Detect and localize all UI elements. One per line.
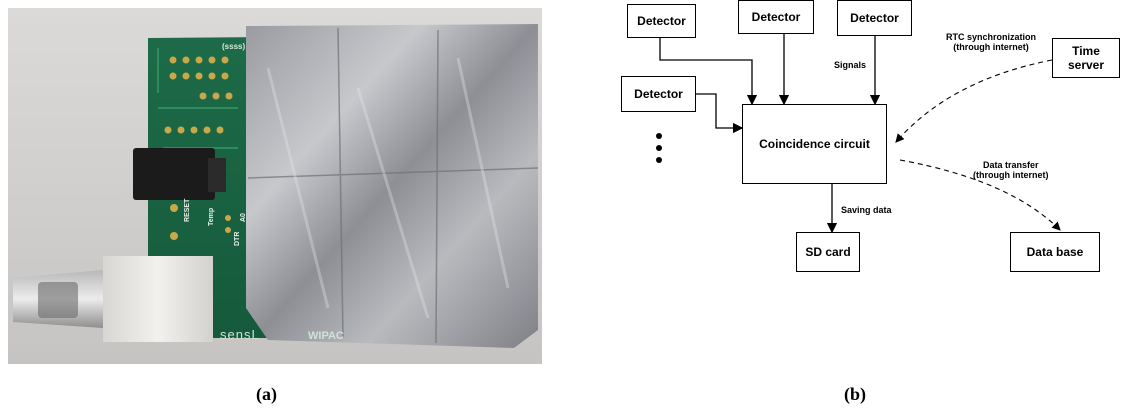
time-server-box: Time server — [1052, 38, 1120, 78]
pcb-silkscreen-a0: A0 — [240, 213, 248, 222]
data-transfer-line-2: (through internet) — [973, 170, 1049, 180]
ellipsis-dot-1 — [656, 133, 662, 139]
detector-box-2: Detector — [738, 0, 814, 34]
pcb-silkscreen-reset: RESET — [184, 199, 192, 222]
detector-photo: (ssss) RESET Temp DTR A0 sensL WIPAC — [8, 8, 542, 364]
bnc-housing — [103, 256, 213, 342]
wipac-logo-text: WIPAC — [308, 330, 344, 343]
system-block-diagram: Detector Detector Detector Detector Coin… — [590, 0, 1121, 380]
pcb-silkscreen-top: (ssss) — [222, 42, 245, 51]
coincidence-circuit-box: Coincidence circuit — [742, 104, 887, 184]
detector-box-4: Detector — [621, 76, 696, 112]
sensl-logo-text: sensL — [220, 328, 260, 343]
dc-jack — [133, 148, 215, 200]
sd-card-box: SD card — [796, 232, 860, 272]
detector-box-3: Detector — [837, 0, 912, 36]
panel-label-b: (b) — [844, 384, 866, 405]
rtc-sync-line-1: RTC synchronization — [946, 32, 1036, 42]
detector-photo-drawing — [8, 8, 542, 364]
ellipsis-dot-2 — [656, 145, 662, 151]
foil-wrapped-box — [246, 24, 538, 348]
data-transfer-line-1: Data transfer — [973, 160, 1049, 170]
detector-box-1: Detector — [627, 4, 696, 38]
ellipsis-dot-3 — [656, 157, 662, 163]
panel-label-a: (a) — [256, 384, 277, 405]
data-base-box: Data base — [1010, 232, 1100, 272]
pcb-silkscreen-dtr: DTR — [234, 232, 242, 246]
dashed-rtc-link — [896, 60, 1052, 142]
saving-data-label: Saving data — [841, 205, 892, 215]
arrow-detector4 — [696, 94, 742, 128]
pcb-silkscreen-temp: Temp — [208, 208, 216, 226]
signals-label: Signals — [834, 60, 866, 70]
rtc-sync-line-2: (through internet) — [946, 42, 1036, 52]
data-transfer-label: Data transfer (through internet) — [973, 160, 1049, 181]
time-server-label-1: Time — [1072, 44, 1100, 58]
diagram-connectors — [590, 0, 1121, 380]
time-server-label-2: server — [1068, 58, 1104, 72]
rtc-sync-label: RTC synchronization (through internet) — [946, 32, 1036, 53]
